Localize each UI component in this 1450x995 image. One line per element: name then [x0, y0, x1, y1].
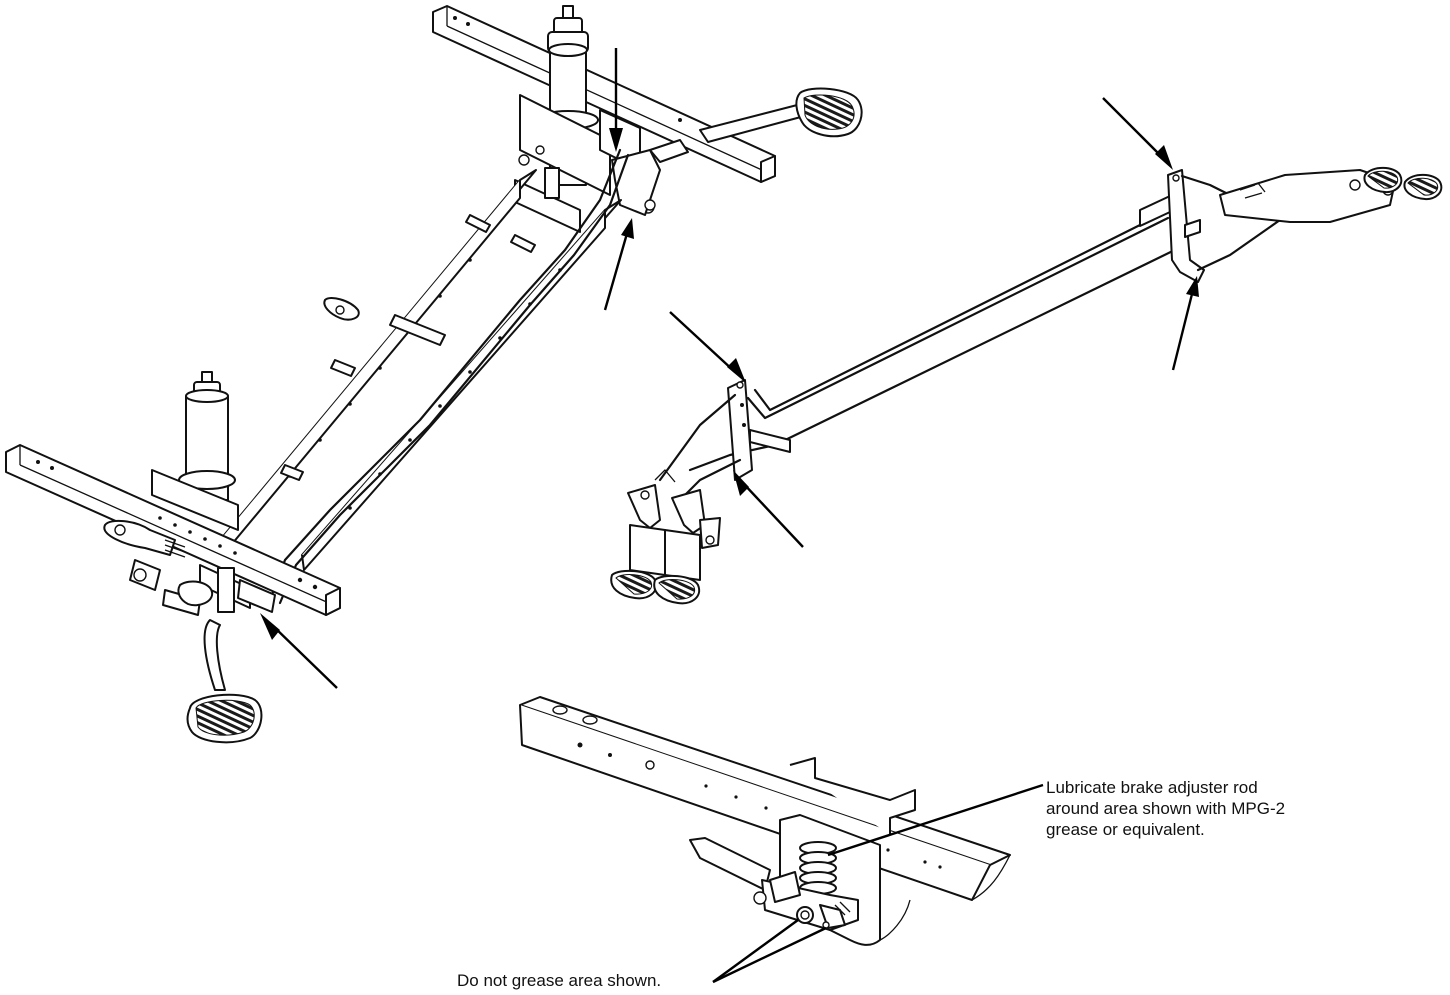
long-rod-upper-2: [746, 216, 1170, 420]
left-brake-rod: [268, 148, 622, 602]
cross-shaft: [1139, 195, 1171, 227]
lower-kingpin: [151, 371, 239, 531]
detail-view: [519, 696, 1011, 946]
detail-spring: [799, 841, 837, 895]
lubricate-note-line2: around area shown with MPG-2: [1046, 799, 1286, 818]
no-grease-note: Do not grease area shown.: [457, 971, 662, 990]
cross-brackets: [280, 214, 536, 481]
left-brake-rod-2: [278, 153, 630, 605]
right-end-plate: [1167, 169, 1282, 283]
long-rod-upper: [753, 188, 1177, 412]
lower-left-pedal: [162, 580, 263, 744]
lubricate-note-line3: grease or equivalent.: [1046, 820, 1205, 839]
right-linkage-assembly: [610, 166, 1443, 605]
callout-arrows: [260, 48, 1199, 984]
lubricate-note: Lubricate brake adjuster rod around area…: [1046, 777, 1346, 840]
upper-bracket-cluster: [514, 94, 689, 233]
lubricate-note-line1: Lubricate brake adjuster rod: [1046, 778, 1258, 797]
frame-rails: [219, 169, 622, 571]
upper-cross-tube: [432, 5, 776, 183]
lower-bracket-cluster: [103, 519, 276, 613]
upper-right-pedal: [699, 87, 863, 143]
right-end-pedals: [1219, 166, 1443, 223]
left-end-pedals: [610, 469, 721, 605]
lower-cross-tube: [5, 444, 341, 616]
left-end-plate: [658, 379, 791, 502]
long-rod-lower: [688, 243, 1187, 472]
left-frame-assembly: [5, 5, 863, 744]
